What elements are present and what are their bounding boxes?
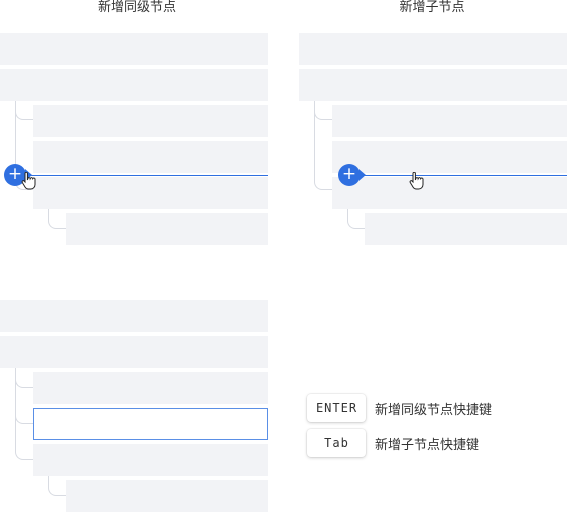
insert-position-line: [348, 175, 567, 176]
tree-row[interactable]: [33, 444, 268, 476]
tree-row[interactable]: [33, 105, 268, 137]
tree-row[interactable]: [299, 69, 567, 101]
add-child-node-button[interactable]: +: [338, 164, 366, 186]
insert-position-line: [14, 175, 268, 176]
shortcut-tab: Tab 新增子节点快捷键: [307, 428, 479, 458]
tree-row[interactable]: [332, 141, 567, 173]
tree-row[interactable]: [66, 213, 268, 245]
tree-connector: [15, 368, 33, 460]
tree-row[interactable]: [33, 177, 268, 209]
tree-connector: [48, 476, 66, 496]
tree-connector: [347, 209, 365, 229]
enter-key: ENTER: [307, 394, 366, 422]
tree-row[interactable]: [66, 480, 268, 512]
tab-key: Tab: [307, 429, 366, 457]
child-node-panel-title: 新增子节点: [399, 0, 465, 15]
tree-row[interactable]: [0, 336, 268, 368]
tree-row[interactable]: [332, 105, 567, 137]
tree-connector: [48, 209, 66, 229]
new-selected-node[interactable]: [33, 408, 268, 440]
shortcut-description: 新增子节点快捷键: [375, 437, 480, 453]
plus-icon: +: [7, 164, 23, 184]
tree-row[interactable]: [0, 33, 268, 65]
plus-icon: +: [341, 164, 357, 184]
add-sibling-node-button[interactable]: +: [4, 164, 32, 186]
tree-row[interactable]: [365, 213, 567, 245]
tree-row[interactable]: [332, 177, 567, 209]
tree-row[interactable]: [299, 33, 567, 65]
hand-pointer-icon: [21, 172, 36, 190]
shortcut-enter: ENTER 新增同级节点快捷键: [307, 393, 492, 423]
tree-connector: [15, 101, 33, 190]
tree-row[interactable]: [33, 141, 268, 173]
tree-row[interactable]: [0, 300, 268, 332]
hand-pointer-icon: [409, 172, 424, 190]
shortcut-description: 新增同级节点快捷键: [375, 402, 493, 418]
tree-connector: [314, 101, 332, 190]
tree-row[interactable]: [0, 69, 268, 101]
sibling-node-panel-title: 新增同级节点: [97, 0, 177, 15]
tree-row[interactable]: [33, 372, 268, 404]
